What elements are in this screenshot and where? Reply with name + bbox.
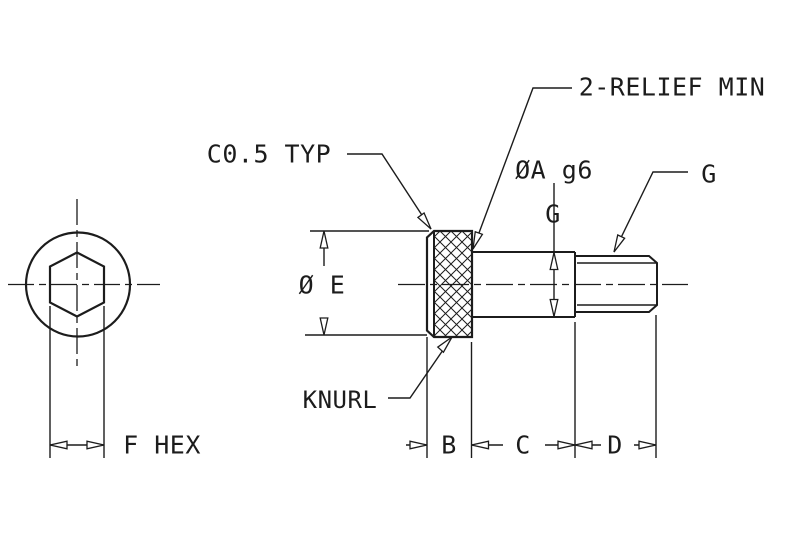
thread-root-lines [577, 262, 657, 306]
shoulder-outline [472, 251, 576, 318]
arrowhead [557, 440, 576, 450]
knurl-hatch [434, 231, 472, 337]
arrowhead [86, 440, 105, 450]
dimension-label-d: D [607, 430, 623, 460]
label-shoulder-dim-g: G [545, 199, 561, 229]
leader-knurl [388, 336, 453, 399]
arrowhead [609, 234, 626, 255]
dimension-label-c: C [515, 430, 531, 460]
arrowhead [409, 440, 428, 450]
leader-chamfer [347, 153, 432, 230]
arrowhead [470, 440, 490, 450]
arrowhead [549, 251, 559, 271]
end-view [8, 199, 160, 458]
callout-relief: 2-RELIEF MIN [578, 72, 766, 102]
arrowhead [319, 317, 329, 336]
arrowhead [549, 298, 559, 318]
callout-shoulder-diameter: ØA g6 [515, 155, 593, 185]
callout-head-diameter: Ø E [298, 270, 346, 300]
callout-thread-g: G [701, 159, 717, 189]
arrowhead [574, 440, 593, 450]
arrowhead [49, 440, 68, 450]
arrowhead [319, 230, 329, 249]
arrowhead [417, 212, 435, 232]
leader-thread-g [613, 171, 688, 253]
leader-relief [472, 87, 572, 250]
callout-knurl: KNURL [302, 386, 378, 414]
callout-chamfer: C0.5 TYP [206, 139, 332, 169]
dimension-label-f-hex: F HEX [123, 430, 201, 460]
side-view [305, 87, 688, 458]
dimension-label-b: B [441, 430, 457, 460]
arrowhead [638, 440, 657, 450]
thread-crest-outline [575, 255, 658, 313]
